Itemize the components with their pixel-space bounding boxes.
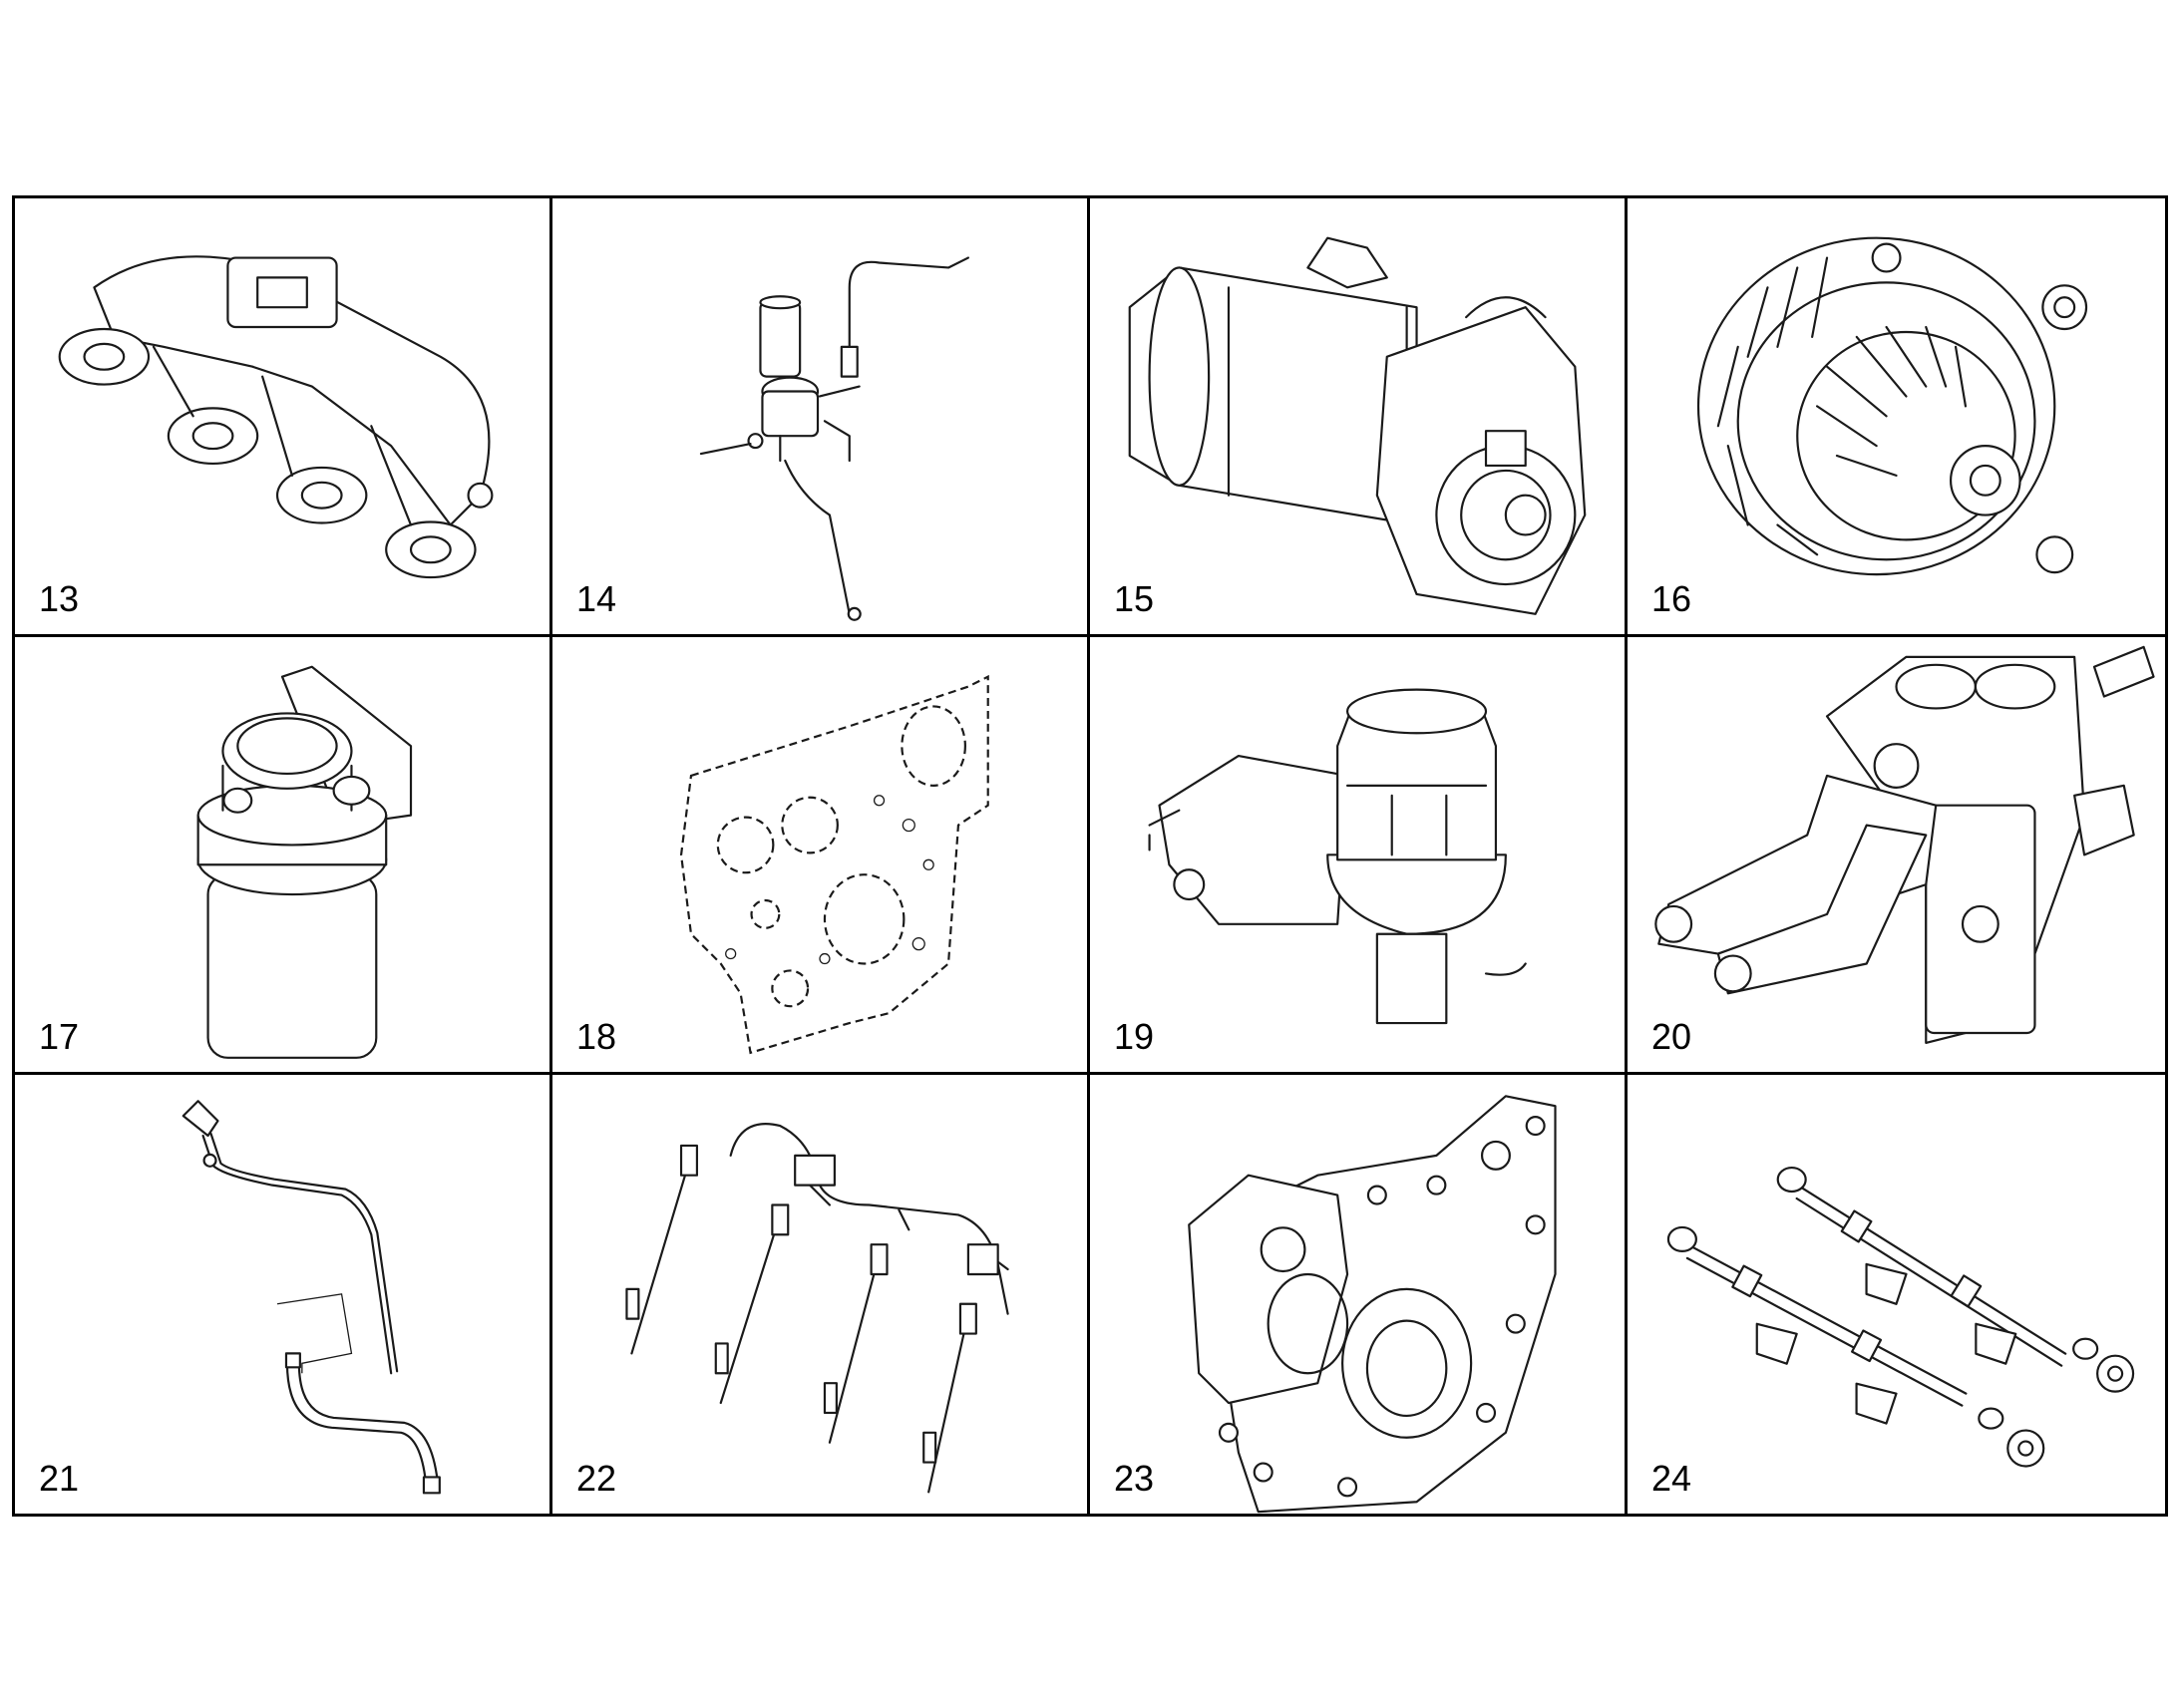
part-cell: 14 [552, 198, 1090, 637]
part-cell: 18 [552, 636, 1090, 1076]
starter-motor-icon [1128, 236, 1587, 615]
parts-grid: 13 14 15 [12, 195, 2168, 1517]
gasket-icon [679, 674, 989, 1054]
part-number: 20 [1651, 1016, 1692, 1058]
part-cell: 22 [552, 1075, 1090, 1514]
part-cell: 20 [1628, 637, 2165, 1076]
part-cell: 24 [1628, 1075, 2165, 1514]
part-number: 22 [576, 1457, 617, 1499]
part-number: 14 [576, 577, 617, 619]
part-cell: 21 [15, 1075, 552, 1514]
balancer-shafts-icon [1666, 1167, 2135, 1468]
timing-cover-icon [1188, 1095, 1557, 1514]
part-number: 24 [1651, 1457, 1692, 1499]
exhaust-manifold-icon [58, 255, 494, 579]
fuel-filter-kit-icon [699, 256, 969, 621]
alternator-icon [1696, 236, 2088, 576]
glow-plug-harness-icon [625, 1123, 1009, 1494]
part-number: 16 [1651, 577, 1692, 619]
fuel-filter-icon [196, 665, 413, 1059]
part-cell: 17 [15, 636, 552, 1076]
part-number: 19 [1114, 1016, 1155, 1058]
part-cell: 19 [1090, 636, 1628, 1076]
part-number: 23 [1114, 1457, 1155, 1499]
part-number: 13 [39, 577, 80, 619]
part-cell: 23 [1090, 1075, 1628, 1514]
part-cell: 15 [1090, 198, 1628, 637]
dipstick-tube-icon [182, 1100, 441, 1495]
part-number: 21 [39, 1457, 80, 1499]
part-cell: 13 [15, 198, 552, 637]
part-number: 15 [1114, 577, 1155, 619]
part-number: 17 [39, 1016, 80, 1058]
part-cell: 16 [1628, 198, 2165, 637]
part-number: 18 [576, 1016, 617, 1058]
bracket-housing-icon [1654, 645, 2155, 1044]
fuel-pump-icon [1148, 688, 1527, 1024]
